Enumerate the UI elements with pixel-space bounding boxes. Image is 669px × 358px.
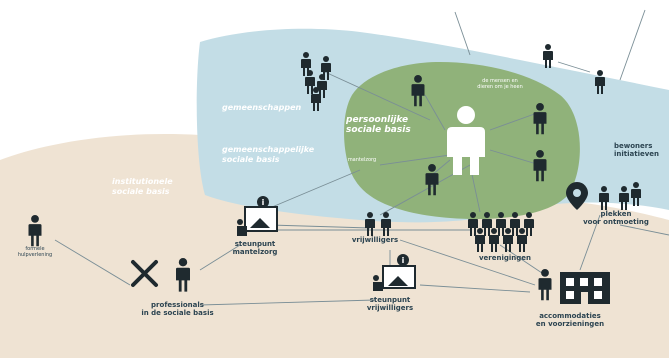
person-icon [543,44,553,68]
label-gemeenschappelijke-line-2: sociale basis [222,155,280,164]
central-person-icon [447,106,485,175]
label-persoonlijke-line-1: persoonlijke [346,115,409,125]
label-steunpunt-mantelzorg: steunpunt mantelzorg [220,240,290,256]
tools-icon [131,260,158,287]
label-mantelzorg-small: mantelzorg [347,157,377,163]
label-bewoners-initiatieven: bewoners initiatieven [614,142,669,158]
label-plekken-line-2: voor ontmoeting [583,218,649,226]
label-accommodaties-en-voorzieningen: accommodaties en voorzieningen [525,312,615,328]
easel-icon: i [373,254,416,291]
label-steunpunt-vw-line-2: vrijwilligers [366,304,414,312]
label-persoonlijke-sociale-basis: persoonlijke sociale basis [346,115,421,135]
label-small-top-line-2: dieren om je heen [477,84,523,90]
label-professionals-line-1: professionals [151,301,204,309]
building-icon [560,272,610,304]
label-professionals-line-2: in de sociale basis [141,309,214,317]
label-formele-line-2: hulpverlening [17,252,53,258]
label-bewoners-line-1: bewoners [614,142,653,150]
label-small-top: de mensen en dieren om je heen [470,78,530,90]
label-accommodaties-line-1: accommodaties [539,312,601,320]
label-vrijwilligers: vrijwilligers [351,236,399,244]
label-plekken-voor-ontmoeting: plekken voor ontmoeting [580,210,652,226]
label-institutionele-line-1: institutionele [112,177,173,186]
label-plekken-line-1: plekken [600,210,632,218]
label-steunpunt-mz-line-2: mantelzorg [232,248,278,256]
label-formele-line-1: formele [25,246,45,252]
label-steunpunt-vw-line-1: steunpunt [369,296,411,304]
label-gemeenschappen: gemeenschappen [222,103,302,112]
svg-text:i: i [262,198,265,207]
easel-icon: i [237,196,278,236]
label-gemeenschappelijke-sociale-basis: gemeenschappelijke sociale basis [222,145,332,165]
label-professionals-in-de-sociale-basis: professionals in de sociale basis [130,301,225,317]
label-steunpunt-mz-line-1: steunpunt [234,240,276,248]
label-formele-hulpverlening: formele hulpverlening [5,246,65,258]
label-verenigingen: verenigingen [478,254,532,262]
label-small-top-line-1: de mensen en [482,78,518,84]
label-accommodaties-line-2: en voorzieningen [535,320,605,328]
location-pin-icon [566,182,588,210]
institutional-region [0,134,669,358]
label-institutionele-sociale-basis: institutionele sociale basis [112,177,192,197]
label-bewoners-line-2: initiatieven [614,150,660,158]
label-institutionele-line-2: sociale basis [112,187,170,196]
label-steunpunt-vrijwilligers: steunpunt vrijwilligers [355,296,425,312]
label-persoonlijke-line-2: sociale basis [346,125,411,135]
svg-text:i: i [402,256,405,265]
label-gemeenschappelijke-line-1: gemeenschappelijke [222,145,315,154]
